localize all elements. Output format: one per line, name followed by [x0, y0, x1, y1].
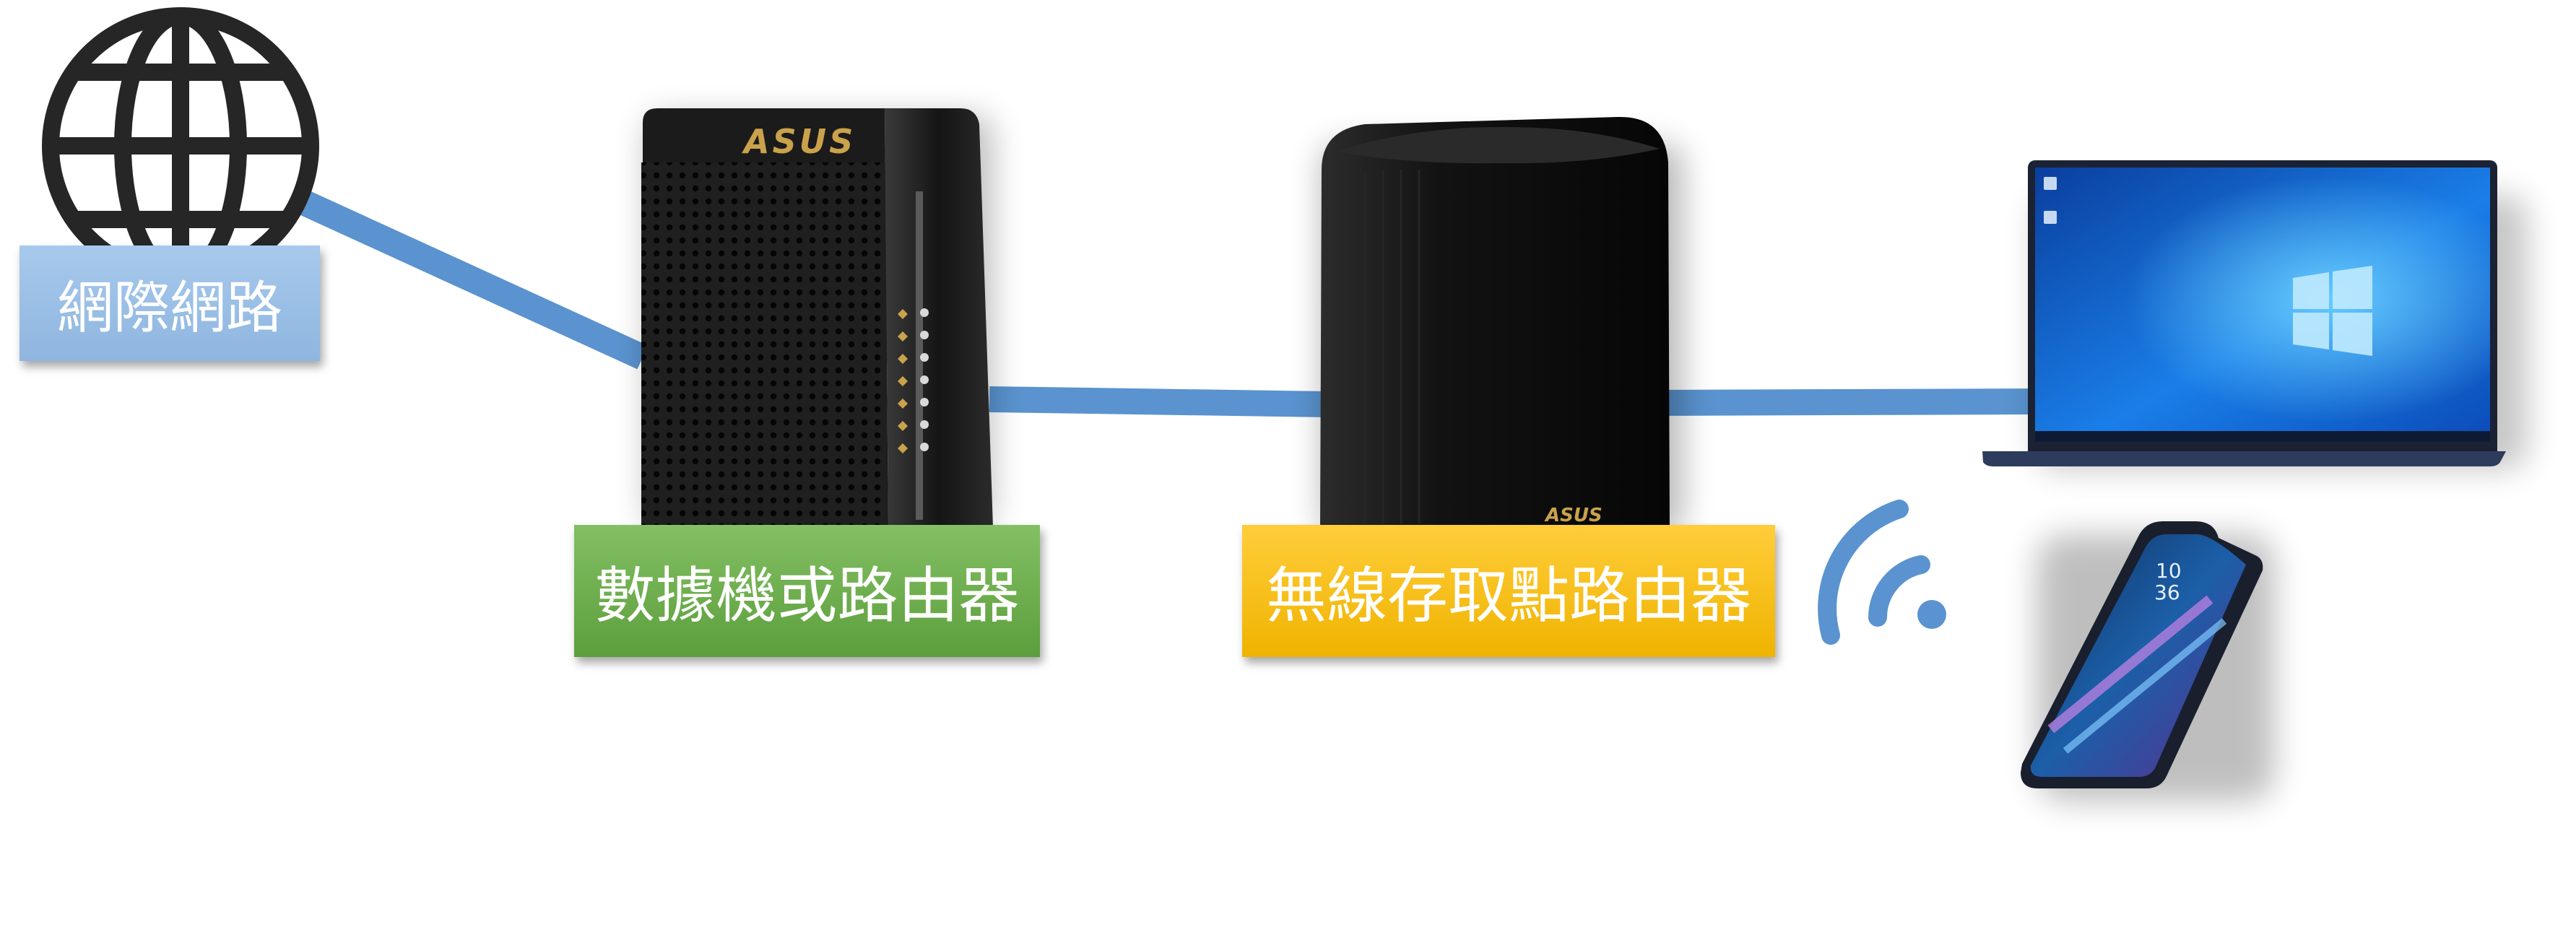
access-point-label: 無線存取點路由器: [1242, 525, 1775, 657]
phone-clock: 10: [2156, 559, 2182, 583]
modem-router-label: 數據機或路由器: [574, 525, 1040, 657]
ap-brand-logo: ASUS: [1544, 505, 1603, 526]
link-internet-modem: [298, 190, 649, 370]
modem-router-device: ASUS: [641, 108, 993, 527]
internet-label: 網際網路: [19, 245, 320, 361]
access-point-device: ASUS: [1320, 116, 1683, 534]
modem-brand-logo: ASUS: [742, 122, 856, 161]
svg-text:36: 36: [2154, 580, 2180, 604]
link-ap-laptop: [1653, 388, 2037, 416]
windows-logo-icon: [2293, 266, 2372, 356]
wifi-signal-icon: [1818, 500, 1946, 645]
connection-lines: [298, 190, 2037, 417]
smartphone-device: 10 36: [2021, 521, 2275, 801]
globe-icon: [42, 7, 319, 284]
link-modem-ap: [989, 386, 1330, 417]
laptop-device: [1982, 160, 2528, 469]
